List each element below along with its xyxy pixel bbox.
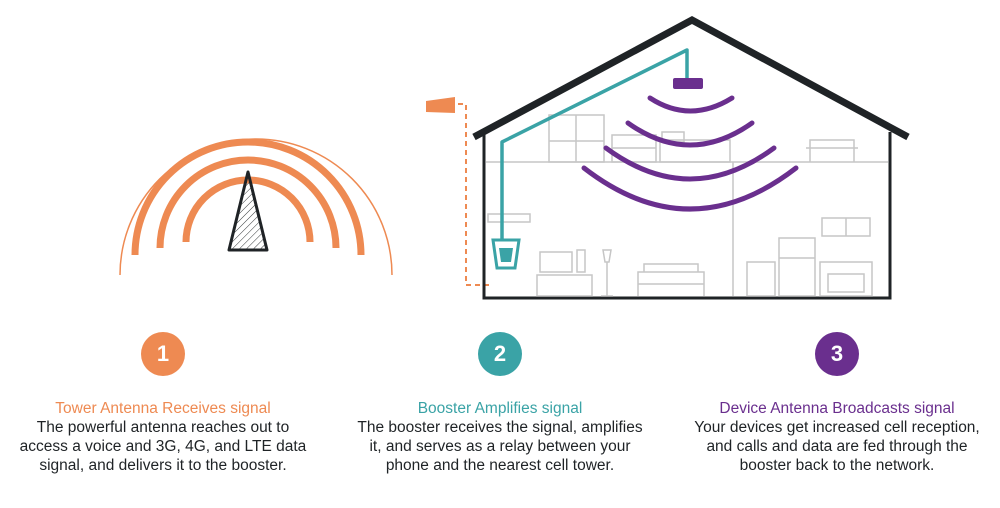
step-title: Device Antenna Broadcasts signal <box>719 400 955 417</box>
dashed-cable <box>458 103 493 286</box>
tower-signal-ring <box>131 138 365 256</box>
armchair-icon <box>806 139 858 162</box>
booster-cable <box>500 48 689 240</box>
step-description: Your devices get increased cell receptio… <box>694 419 980 474</box>
inside-antenna-icon <box>673 78 703 89</box>
broadcast-arc <box>603 145 777 182</box>
step-number-badge: 3 <box>815 332 859 376</box>
outside-antenna-icon <box>426 97 455 113</box>
stove-icon <box>819 261 873 297</box>
broadcast-arc <box>625 120 755 148</box>
fridge-icon <box>778 237 816 297</box>
step-1: 1 Tower Antenna Receives signal The powe… <box>13 332 313 475</box>
step-number-badge: 1 <box>141 332 185 376</box>
step-description: The booster receives the signal, amplifi… <box>357 419 643 474</box>
lamp-icon <box>601 249 613 297</box>
step-number-badge: 2 <box>478 332 522 376</box>
shelf-icon <box>487 213 531 223</box>
broadcast-signal-group <box>581 95 799 212</box>
bed-icon <box>659 139 731 163</box>
cell-tower-icon <box>227 170 269 252</box>
house-group <box>472 16 910 300</box>
house-roof <box>472 16 910 141</box>
washer-icon <box>746 261 776 297</box>
step-description: The powerful antenna reaches out to acce… <box>19 419 307 474</box>
house-wall <box>482 132 892 300</box>
step-title: Booster Amplifies signal <box>417 400 583 417</box>
broadcast-arc <box>647 95 735 114</box>
step-title: Tower Antenna Receives signal <box>55 400 271 417</box>
step-3: 3 Device Antenna Broadcasts signal Your … <box>687 332 987 475</box>
tower-signal-ring <box>156 156 340 249</box>
step-2: 2 Booster Amplifies signal The booster r… <box>350 332 650 475</box>
outside-antenna-group <box>426 97 493 286</box>
tv-icon <box>539 251 573 273</box>
furniture-group <box>487 114 873 297</box>
sofa-icon <box>637 263 705 296</box>
tower-signal-group <box>119 138 393 276</box>
signal-booster-diagram <box>119 16 910 300</box>
speaker-icon <box>576 249 586 273</box>
tv-stand-icon <box>536 274 593 297</box>
broadcast-arc <box>581 165 799 212</box>
